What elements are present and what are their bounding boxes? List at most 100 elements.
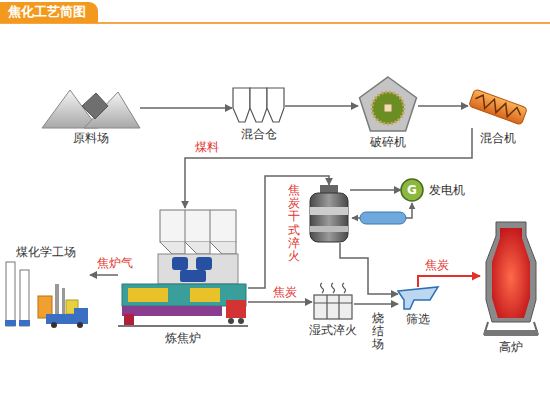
coke-oven-icon: [172, 257, 188, 270]
blast-furnace-icon: [484, 222, 538, 336]
node-label: 焦炭干式淬火: [288, 184, 300, 263]
symbol-letter: G: [407, 183, 417, 197]
chemical-plant-icon: [20, 270, 29, 326]
wet-quench-icon: [338, 295, 339, 319]
flow-arrow: [140, 107, 232, 109]
wet-quench-icon: [314, 302, 352, 303]
chemical-plant-icon: [74, 308, 88, 324]
coke-oven-icon: [228, 318, 234, 324]
dry-quench-tower: [310, 226, 348, 232]
coke-oven-icon: [124, 314, 134, 325]
crusher-icon: [372, 92, 404, 124]
node-label: 破碎机: [370, 135, 406, 149]
node-label: 混合仓: [241, 127, 277, 141]
raw-material-piles: [42, 90, 140, 128]
flow-arrow: [185, 128, 472, 208]
mixer: 混合机: [468, 86, 528, 128]
wet-quench-icon: [314, 283, 352, 319]
destination-label: 烧结场: [372, 312, 384, 352]
generator-icon: [401, 179, 423, 201]
coke-oven-icon: [160, 210, 236, 242]
screening: 筛选: [398, 287, 438, 309]
coke-oven-icon: [238, 318, 244, 324]
coke-oven: 炼焦炉: [118, 208, 248, 328]
crusher-icon: [360, 77, 417, 131]
chemical-plant-icon: [62, 288, 65, 318]
mixing-bin-icon: [267, 88, 284, 122]
blast-furnace-icon: [484, 330, 538, 336]
node-label: 发电机: [429, 183, 465, 197]
raw-material-yard: 原料场: [42, 88, 140, 128]
blast-furnace-icon: [492, 228, 530, 318]
chemical-plant: 煤化学工场: [2, 262, 90, 328]
flow-label: 焦炭: [424, 258, 450, 272]
dry-quench-tower: [310, 207, 348, 215]
heat-exchanger: [352, 217, 360, 219]
node-label: 湿式淬火: [309, 323, 357, 337]
flow-arrow: [248, 301, 312, 303]
flow-label: 煤料: [194, 140, 220, 154]
flow-arrow: [354, 303, 398, 305]
coke-oven-icon: [128, 288, 168, 302]
wet-quench: 湿式淬火: [312, 283, 354, 320]
flow-label: 焦炭: [272, 285, 298, 299]
chemical-plant-icon: [5, 262, 88, 328]
chemical-plant-icon: [51, 322, 57, 328]
title-rule: [0, 23, 550, 24]
flow-label: 焦炉气: [96, 256, 134, 270]
node-label: 混合机: [480, 131, 516, 145]
diagram-title: 焦化工艺简图: [0, 2, 98, 23]
node-label: 煤化学工场: [16, 245, 76, 259]
blast-furnace: 高炉: [480, 222, 542, 337]
mixing-bin-icon: [233, 88, 284, 122]
mixer-icon: [473, 93, 522, 121]
chemical-plant-icon: [46, 314, 74, 324]
node-label: 高炉: [499, 340, 523, 354]
crusher-icon: [360, 77, 417, 131]
coke-oven-icon: [122, 306, 222, 316]
coke-oven-icon: [226, 300, 246, 318]
flow-arrow: [418, 105, 468, 107]
mixing-bin-icon: [250, 88, 267, 122]
mixing-bin: 混合仓: [232, 88, 285, 124]
chemical-plant-icon: [6, 262, 15, 326]
crusher: 破碎机: [358, 76, 418, 132]
coke-oven-icon: [118, 210, 248, 326]
wet-quench-icon: [321, 283, 324, 293]
mixer-icon: [469, 89, 528, 125]
coke-oven-icon: [210, 210, 211, 242]
screening-icon: [398, 287, 438, 309]
dry-quench-tower: [320, 185, 338, 193]
coke-oven-icon: [180, 270, 206, 282]
mixing-bin-icon: [233, 88, 250, 122]
mixer-icon: [469, 89, 528, 125]
coke-oven-icon: [196, 257, 212, 270]
wet-quench-icon: [343, 283, 346, 293]
node-label: 炼焦炉: [165, 331, 201, 345]
flow-arrow: [418, 276, 480, 287]
coke-oven-icon: [158, 254, 238, 284]
chemical-plant-icon: [5, 320, 16, 326]
flow-arrow: [90, 274, 118, 276]
dry-quench-tower: [310, 185, 348, 242]
dry-quench: 焦炭干式淬火: [308, 185, 350, 243]
node-label: 筛选: [406, 312, 430, 326]
wet-quench-icon: [314, 295, 352, 319]
node-label: 原料场: [73, 131, 109, 145]
coke-oven-icon: [190, 288, 220, 302]
blast-furnace-icon: [486, 222, 536, 322]
crusher-icon: [384, 104, 392, 112]
flow-arrow: [350, 189, 401, 191]
wet-quench-icon: [326, 295, 327, 319]
wet-quench-icon: [332, 283, 335, 293]
flow-arrow: [285, 105, 358, 107]
screening-icon: [398, 287, 438, 309]
dry-quench-tower: [310, 193, 348, 242]
generator-icon: [401, 179, 423, 201]
heat-exchanger: [406, 203, 412, 218]
coke-oven-icon: [118, 325, 248, 327]
